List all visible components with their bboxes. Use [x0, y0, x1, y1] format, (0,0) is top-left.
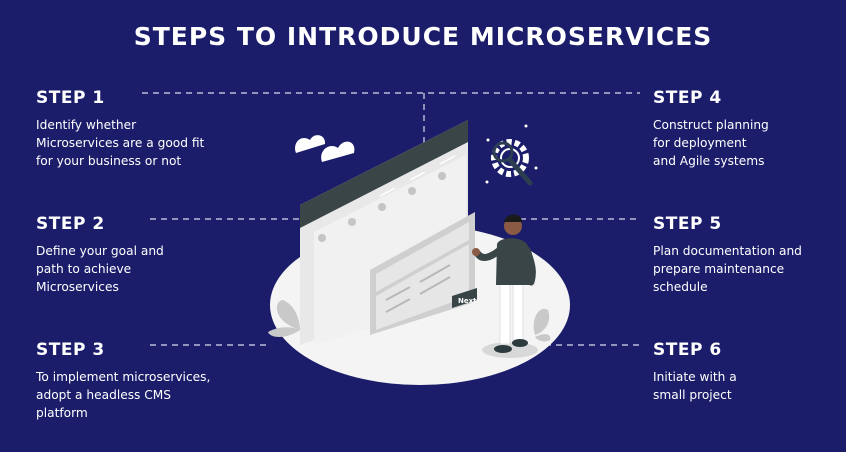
step-4-label: STEP 4 — [653, 88, 722, 108]
step-4-description: Construct planning for deployment and Ag… — [653, 116, 846, 170]
step-2-label: STEP 2 — [36, 214, 105, 234]
step-5-line-2: prepare maintenance — [653, 262, 785, 276]
cloud-icon — [295, 135, 326, 153]
step-2-line-1: Define your goal and — [36, 244, 164, 258]
step-4-line-1: Construct planning — [653, 118, 769, 132]
person-icon — [472, 214, 536, 353]
step-6-line-2: small project — [653, 388, 732, 402]
step-3-line-2: adopt a headless CMS — [36, 388, 172, 402]
step-6-description: Initiate with a small project — [653, 368, 846, 404]
step-1-description: Identify whether Microservices are a goo… — [36, 116, 276, 170]
step-6-label: STEP 6 — [653, 340, 722, 360]
step-3-line-3: platform — [36, 406, 88, 420]
step-5-label: STEP 5 — [653, 214, 722, 234]
magnifier-icon — [492, 141, 533, 186]
step-1-line-1: Identify whether — [36, 118, 137, 132]
step-5-line-3: schedule — [653, 280, 708, 294]
step-1: STEP 1 Identify whether Microservices ar… — [36, 88, 276, 170]
step-1-label: STEP 1 — [36, 88, 105, 108]
step-2-description: Define your goal and path to achieve Mic… — [36, 242, 276, 296]
form-panel — [370, 212, 475, 335]
page-title: STEPS TO INTRODUCE MICROSERVICES — [133, 22, 713, 51]
next-button[interactable]: Next — [452, 288, 477, 308]
step-5-description: Plan documentation and prepare maintenan… — [653, 242, 846, 296]
cloud-icon — [321, 141, 355, 162]
step-6-line-1: Initiate with a — [653, 370, 737, 384]
step-5: STEP 5 Plan documentation and prepare ma… — [653, 214, 846, 296]
step-4-line-3: and Agile systems — [653, 154, 765, 168]
step-3-description: To implement microservices, adopt a head… — [36, 368, 276, 422]
step-6: STEP 6 Initiate with a small project — [653, 340, 846, 404]
sparkle-icon — [485, 124, 538, 184]
step-1-line-2: Microservices are a good fit — [36, 136, 205, 150]
step-3-line-1: To implement microservices, — [36, 370, 211, 384]
step-4-line-2: for deployment — [653, 136, 747, 150]
connector-lines — [142, 92, 640, 346]
step-5-line-1: Plan documentation and — [653, 244, 802, 258]
step-1-line-3: for your business or not — [36, 154, 182, 168]
step-3-label: STEP 3 — [36, 340, 105, 360]
step-2-line-2: path to achieve — [36, 262, 132, 276]
step-2-line-3: Microservices — [36, 280, 119, 294]
step-4: STEP 4 Construct planning for deployment… — [653, 88, 846, 170]
step-3: STEP 3 To implement microservices, adopt… — [36, 340, 276, 422]
next-button-label: Next — [458, 297, 477, 305]
step-2: STEP 2 Define your goal and path to achi… — [36, 214, 276, 296]
plant-icon — [533, 308, 551, 342]
